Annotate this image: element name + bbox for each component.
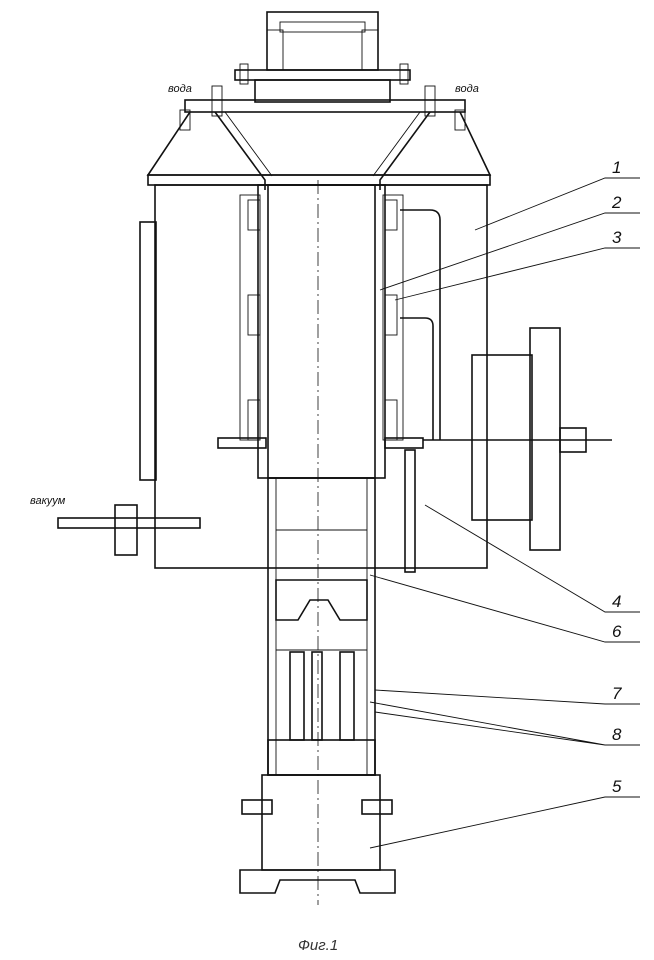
callout-3: 3 xyxy=(612,228,622,247)
callout-4: 4 xyxy=(612,592,621,611)
bolts xyxy=(180,64,465,130)
top-cap xyxy=(235,12,410,102)
central-tube xyxy=(258,180,385,905)
callout-8: 8 xyxy=(612,725,622,744)
valve-stem xyxy=(405,450,415,572)
callout-5: 5 xyxy=(612,777,622,796)
rods xyxy=(290,652,354,740)
callout-7: 7 xyxy=(612,684,622,703)
callout-leaders xyxy=(370,178,640,848)
crucible xyxy=(276,580,367,620)
vacuum-label: вакуум xyxy=(30,495,66,507)
water-label-left: вода xyxy=(168,83,192,95)
bottom-block xyxy=(268,740,375,775)
callout-1: 1 xyxy=(612,158,621,177)
right-box xyxy=(423,328,612,550)
housing xyxy=(155,185,487,568)
water-label-right: вода xyxy=(455,83,479,95)
callout-2: 2 xyxy=(611,193,622,212)
figure-caption: Фиг.1 xyxy=(298,937,338,954)
coils xyxy=(240,195,440,440)
vacuum-pipe xyxy=(58,505,200,555)
side-window xyxy=(140,222,156,480)
hood xyxy=(148,112,490,175)
bottom-flange xyxy=(240,775,395,893)
callout-6: 6 xyxy=(612,622,622,641)
